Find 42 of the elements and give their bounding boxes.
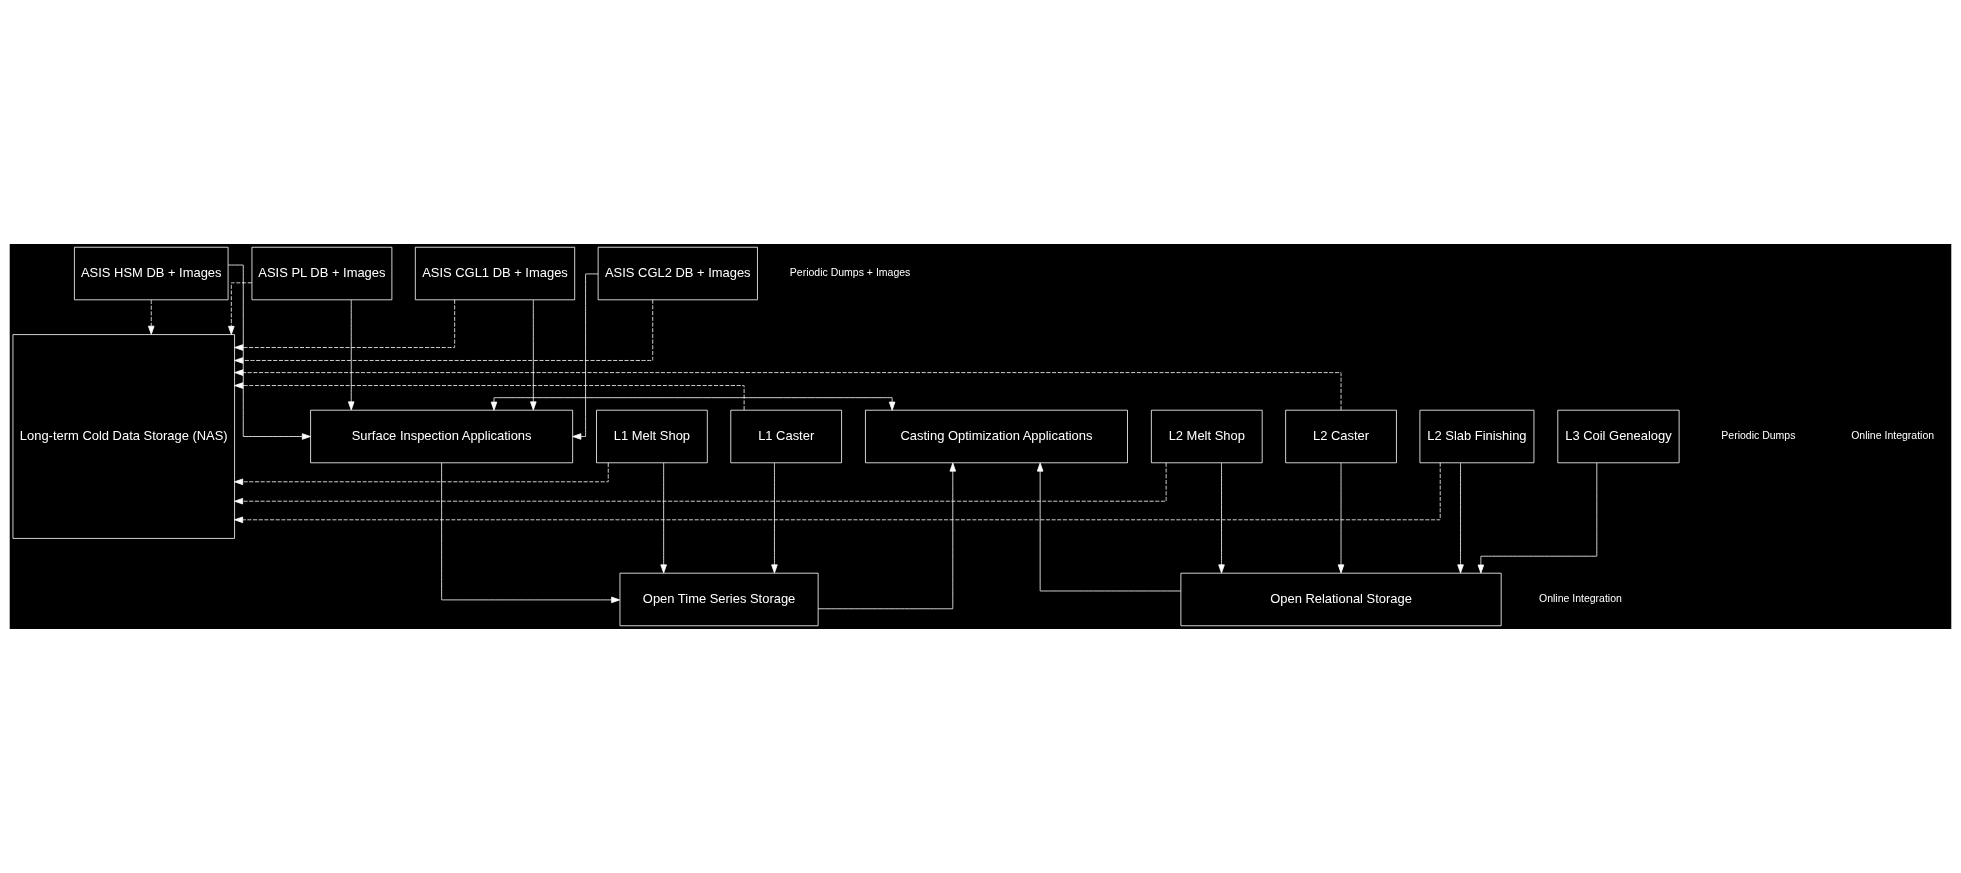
arrow xyxy=(530,299,537,411)
arrow xyxy=(572,273,599,440)
arrow xyxy=(234,299,456,351)
arrow xyxy=(234,299,654,364)
arrow xyxy=(490,397,896,411)
arrow xyxy=(234,382,745,411)
arrow xyxy=(234,462,1167,505)
arrow xyxy=(771,462,778,574)
arrow xyxy=(234,369,1342,411)
arrow xyxy=(227,264,311,440)
node-box: Casting Optimization Applications xyxy=(865,409,1128,464)
node-box: Open Time Series Storage xyxy=(619,572,819,627)
node-box: ASIS CGL1 DB + Images xyxy=(414,246,576,301)
node-box: Long-term Cold Data Storage (NAS) xyxy=(12,334,235,539)
arrow xyxy=(660,462,667,574)
node-box: L3 Coil Genealogy xyxy=(1557,409,1680,464)
node-box: L1 Caster xyxy=(730,409,842,464)
arrow xyxy=(1337,462,1345,574)
arrow xyxy=(1457,462,1464,574)
node-box: ASIS CGL2 DB + Images xyxy=(597,246,758,301)
node-box: Surface Inspection Applications xyxy=(310,409,574,464)
arrow xyxy=(1036,462,1182,592)
node-box: L2 Melt Shop xyxy=(1150,409,1263,464)
node-box: L1 Melt Shop xyxy=(596,409,708,464)
arrow xyxy=(348,299,355,411)
node-box: L2 Caster xyxy=(1285,409,1397,464)
arrow xyxy=(148,299,155,335)
label: Periodic Dumps + Images xyxy=(789,266,911,279)
node-box: ASIS HSM DB + Images xyxy=(74,246,229,301)
arrow xyxy=(228,282,253,335)
arrow xyxy=(1218,462,1225,574)
arrow xyxy=(1477,462,1598,574)
node-box: L2 Slab Finishing xyxy=(1419,409,1535,464)
label: Online Integration xyxy=(1539,592,1622,605)
arrow xyxy=(234,462,1441,524)
arrow xyxy=(817,462,957,610)
arrow xyxy=(234,462,609,486)
label: Online Integration xyxy=(1851,429,1935,442)
arrow xyxy=(441,462,621,604)
node-box: Open Relational Storage xyxy=(1180,572,1502,627)
node-box: ASIS PL DB + Images xyxy=(251,246,393,301)
label: Periodic Dumps xyxy=(1721,429,1796,442)
